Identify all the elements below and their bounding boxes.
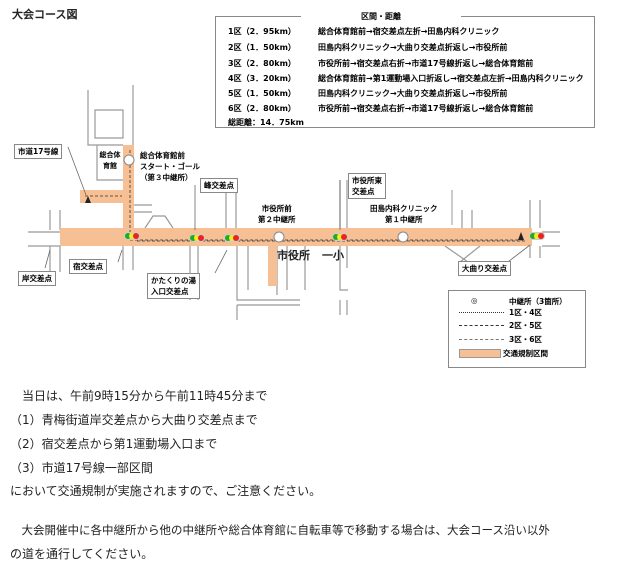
cone-icon <box>518 232 524 240</box>
traffic-light-icon <box>224 234 240 242</box>
road17-band <box>80 190 125 203</box>
relay-point-icon <box>273 231 285 243</box>
label-cityhall: 市役所 <box>277 249 310 262</box>
notice-line: （1）青梅街道岸交差点から大曲り交差点まで <box>10 413 258 427</box>
legend-3-6: 3区・6区 <box>509 335 542 344</box>
label-mine-intersection: 峰交差点 <box>200 178 238 193</box>
restricted-roads <box>60 145 532 286</box>
notice-line: 当日は、午前9時15分から午前11時45分まで <box>10 389 268 403</box>
turnaround-cones <box>85 196 524 240</box>
label-kishi-intersection: 岸交差点 <box>18 271 56 286</box>
legend-relay: 中継所（3箇所） <box>509 297 567 306</box>
route-row: 1区（2．95km）総合体育館前→宿交差点左折→田島内科クリニック <box>228 27 500 36</box>
relay-points <box>123 154 409 243</box>
line-2-5-icon <box>459 325 504 326</box>
label-cityhall-east-intersection: 市役所東交差点 <box>348 173 386 199</box>
label-katakuri-intersection: かたくりの湯入口交差点 <box>147 273 200 299</box>
label-school: 一小 <box>322 249 344 262</box>
relay-legend-icon: ◎ <box>471 296 478 305</box>
legend-2-5: 2区・5区 <box>509 321 542 330</box>
traffic-light-icon <box>189 234 205 242</box>
notice-line: の道を通行してください。 <box>10 547 154 561</box>
main-road-band <box>60 228 532 246</box>
route-row: 3区（2．80km）市役所前→宿交差点右折→市道17号線折返し→総合体育館前 <box>228 59 534 68</box>
notice-line: （3）市道17号線一部区間 <box>10 461 153 475</box>
label-start-goal: 総合体育館前スタート・ゴール（第３中継所） <box>140 151 200 182</box>
legend-restricted: 交通規制区間 <box>503 349 548 358</box>
line-1-4-icon <box>459 312 504 313</box>
route-row: 5区（1．50km）田島内科クリニック→大曲り交差点折返し→市役所前 <box>228 89 508 98</box>
traffic-lights <box>124 232 545 242</box>
label-road17: 市道17号線 <box>14 144 63 159</box>
restricted-swatch <box>459 349 501 358</box>
relay-point-icon <box>397 231 409 243</box>
gym-road-band <box>123 145 134 246</box>
traffic-light-icon <box>332 233 348 241</box>
line-3-6-icon <box>459 339 504 340</box>
label-tajima-relay: 田島内科クリニック第１中継所 <box>370 204 438 224</box>
route-row: 6区（2．80km）市役所前→宿交差点右折→市道17号線折返し→総合体育館前 <box>228 104 534 113</box>
traffic-light-icon <box>529 232 545 240</box>
label-shuku-intersection: 宿交差点 <box>69 259 107 274</box>
streets <box>28 85 560 320</box>
label-gym: 総合体育館 <box>99 151 121 170</box>
route-table-heading: 区間・距離 <box>301 11 461 22</box>
notice-line: 大会開催中に各中継所から他の中継所や総合体育館に自転車等で移動する場合は、大会コ… <box>10 523 550 537</box>
page-title: 大会コース図 <box>12 8 78 21</box>
route-row: 4区（3．20km）総合体育館前→第1運動場入口折返し→宿交差点左折→田島内科ク… <box>228 74 584 83</box>
relay-point-icon <box>123 154 135 166</box>
legend-1-4: 1区・4区 <box>509 308 542 317</box>
notice-line: （2）宿交差点から第1運動場入口まで <box>10 437 218 451</box>
label-omagari-intersection: 大曲り交差点 <box>458 261 511 276</box>
route-row: 2区（1．50km）田島内科クリニック→大曲り交差点折返し→市役所前 <box>228 43 508 52</box>
cone-icon <box>85 196 91 203</box>
cityhall-road-band <box>268 246 277 286</box>
route-total: 総距離：14．75km <box>228 118 304 127</box>
map-drawing <box>28 85 560 320</box>
map-legend: ◎ 中継所（3箇所） 1区・4区 2区・5区 3区・6区 交通規制区間 <box>448 290 586 368</box>
route-table: 区間・距離 1区（2．95km）総合体育館前→宿交差点左折→田島内科クリニック … <box>215 11 595 128</box>
label-cityhall-front-relay: 市役所前第２中継所 <box>258 204 296 224</box>
traffic-light-icon <box>124 232 140 240</box>
notice-line: において交通規制が実施されますので、ご注意ください。 <box>10 484 322 498</box>
